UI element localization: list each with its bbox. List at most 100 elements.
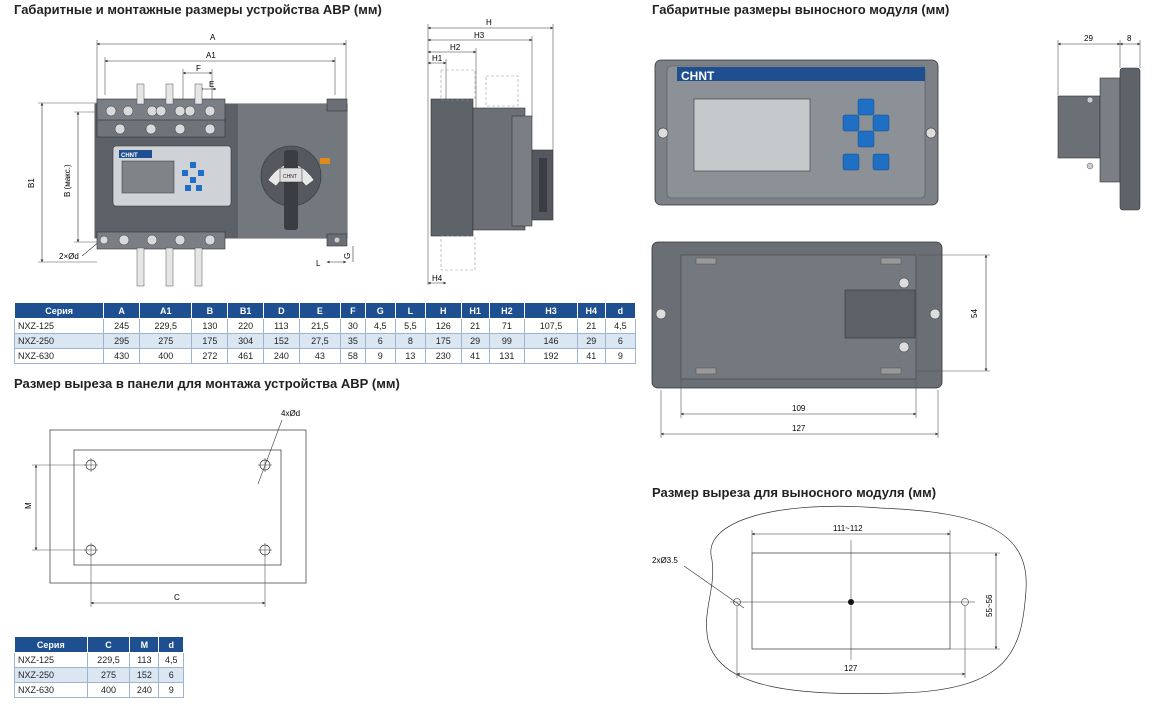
table-cell: NXZ-250 <box>14 667 88 683</box>
table-cell: 275 <box>86 667 131 683</box>
table-cell: 58 <box>340 348 366 364</box>
table-header-cell: C <box>86 636 131 653</box>
table-header-cell: G <box>364 302 396 319</box>
table-cell: 9 <box>364 348 396 364</box>
table-header-cell: H <box>424 302 462 319</box>
remote-back-view: 109 127 54 <box>651 241 990 438</box>
table-cell: 229,5 <box>86 652 131 668</box>
table-cell: 230 <box>424 348 462 364</box>
dim-h: H <box>486 18 492 27</box>
table-cell: 5,5 <box>394 318 426 334</box>
table-cell: 275 <box>138 333 193 349</box>
table-cell: 146 <box>524 333 578 349</box>
dim-a1: A1 <box>206 51 216 60</box>
table-cell: 4,5 <box>604 318 637 334</box>
brand-remote: CHNT <box>681 69 715 83</box>
table-cell: 240 <box>262 348 300 364</box>
dim-127: 127 <box>792 424 806 433</box>
table-cell: NXZ-630 <box>13 348 105 364</box>
table-cell: 35 <box>340 333 366 349</box>
table-cell: 30 <box>340 318 366 334</box>
table-header-cell: L <box>394 302 426 319</box>
table-header-cell: d <box>604 302 637 319</box>
table-cell: 295 <box>103 333 140 349</box>
table-cell: 430 <box>103 348 140 364</box>
table-cell: NXZ-250 <box>13 333 105 349</box>
table-cell: 175 <box>424 333 462 349</box>
dim-111-112: 111~112 <box>833 524 863 533</box>
table-cell: 245 <box>103 318 140 334</box>
table-cell: 461 <box>227 348 264 364</box>
table-cell: 240 <box>129 682 160 698</box>
table-cell: NXZ-125 <box>14 652 88 668</box>
table-header-cell: H3 <box>524 302 578 319</box>
table-cell: 6 <box>604 333 637 349</box>
table-cell: 41 <box>576 348 606 364</box>
dim-d: 2×Ød <box>59 252 79 261</box>
dim-h2: H2 <box>450 43 461 52</box>
table-cell: 4,5 <box>158 652 184 668</box>
table-cell: 130 <box>191 318 229 334</box>
table-cell: 131 <box>488 348 526 364</box>
table-cell: 126 <box>424 318 462 334</box>
table-cell: 175 <box>191 333 229 349</box>
dim-h3: H3 <box>474 31 485 40</box>
table-cell: 41 <box>460 348 490 364</box>
dim-h4: H4 <box>432 274 443 283</box>
dim-m: M <box>24 502 33 509</box>
remote-cutout-drawing: 111~112 55~56 127 2xØ3.5 <box>652 505 1027 694</box>
remote-heading: Габаритные размеры выносного модуля (мм) <box>652 2 950 17</box>
dim-l: L <box>316 259 321 268</box>
dim-g: G <box>343 253 352 259</box>
table-cell: 220 <box>227 318 264 334</box>
dim-a: A <box>210 33 216 42</box>
table-cell: 152 <box>262 333 300 349</box>
table-cell: 29 <box>576 333 606 349</box>
table-header-cell: Серия <box>13 302 105 319</box>
dim-h1: H1 <box>432 54 443 63</box>
table-cell: 71 <box>488 318 526 334</box>
table-cell: 400 <box>138 348 193 364</box>
table-header-cell: Серия <box>14 636 88 653</box>
table-cell: 152 <box>129 667 160 683</box>
table-cell: 13 <box>394 348 426 364</box>
dim-109: 109 <box>792 404 806 413</box>
table-cell: 21 <box>460 318 490 334</box>
table-cell: NXZ-125 <box>13 318 105 334</box>
dim-29: 29 <box>1084 34 1093 43</box>
table-cell: 6 <box>364 333 396 349</box>
table-header-cell: A1 <box>138 302 193 319</box>
table-cell: 6 <box>158 667 184 683</box>
table-header-cell: H4 <box>576 302 606 319</box>
main-heading: Габаритные и монтажные размеры устройств… <box>14 2 382 17</box>
table-cell: 304 <box>227 333 264 349</box>
table-cell: 8 <box>394 333 426 349</box>
table-cell: 99 <box>488 333 526 349</box>
table-header-cell: A <box>103 302 140 319</box>
table-cell: 21 <box>576 318 606 334</box>
table-cell: 107,5 <box>524 318 578 334</box>
table-cell: 192 <box>524 348 578 364</box>
table-header-cell: B1 <box>227 302 264 319</box>
dim-f: F <box>196 64 201 73</box>
dim-8: 8 <box>1127 34 1132 43</box>
table-header-cell: M <box>129 636 160 653</box>
ats-side-view: H H3 H2 H1 H4 <box>427 18 554 285</box>
holes-4xd: 4xØd <box>281 409 300 418</box>
table-header-cell: D <box>262 302 300 319</box>
table-cell: 27,5 <box>298 333 342 349</box>
dim-b: B (макс.) <box>63 164 72 197</box>
table-header-cell: d <box>158 636 184 653</box>
table-header-cell: H2 <box>488 302 526 319</box>
table-cell: 4,5 <box>364 318 396 334</box>
panel-cutout-drawing: 4xØd M C <box>24 409 307 607</box>
table-cell: 272 <box>191 348 229 364</box>
table-cell: 9 <box>158 682 184 698</box>
